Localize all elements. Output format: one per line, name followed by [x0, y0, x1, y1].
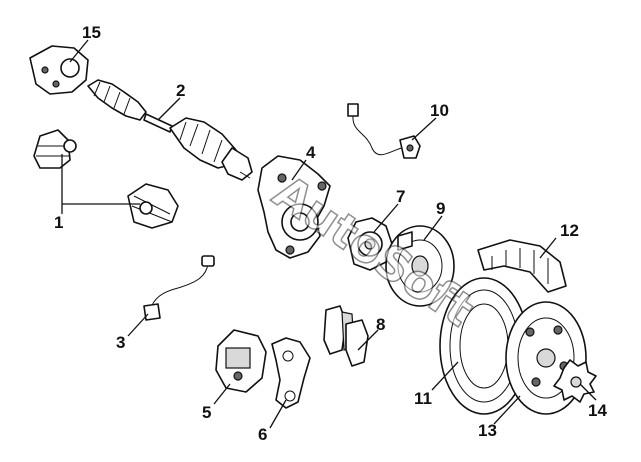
callout-3: 3 — [116, 333, 125, 352]
callout-8: 8 — [376, 315, 385, 334]
callout-2: 2 — [176, 81, 185, 100]
callout-13: 13 — [478, 421, 497, 440]
part-9-dust-shield — [385, 225, 455, 307]
part-15-mount-bracket — [29, 45, 89, 95]
part-5-brake-caliper — [215, 329, 267, 393]
part-8-brake-pads — [323, 305, 369, 367]
part-2-drive-shaft — [87, 79, 253, 181]
part-10-wheel-sensor — [347, 103, 421, 159]
callout-labels: 15 2 1 4 10 7 9 12 3 8 5 6 11 13 14 — [54, 23, 607, 444]
callout-7: 7 — [396, 187, 405, 206]
callout-11: 11 — [414, 389, 432, 408]
part-6-caliper-carrier — [271, 337, 311, 409]
part-7-wheel-bearing — [347, 217, 393, 271]
leader-lines — [61, 39, 597, 429]
callout-12: 12 — [560, 221, 579, 240]
callout-4: 4 — [306, 143, 316, 162]
callout-1: 1 — [54, 213, 63, 232]
part-1-boots — [33, 129, 179, 229]
callout-6: 6 — [258, 425, 267, 444]
callout-15: 15 — [82, 23, 101, 42]
callout-5: 5 — [202, 403, 211, 422]
part-4-steering-knuckle — [257, 155, 331, 259]
callout-10: 10 — [430, 101, 449, 120]
part-3-brake-hose — [143, 255, 215, 321]
callout-9: 9 — [436, 199, 445, 218]
callout-14: 14 — [588, 401, 607, 420]
